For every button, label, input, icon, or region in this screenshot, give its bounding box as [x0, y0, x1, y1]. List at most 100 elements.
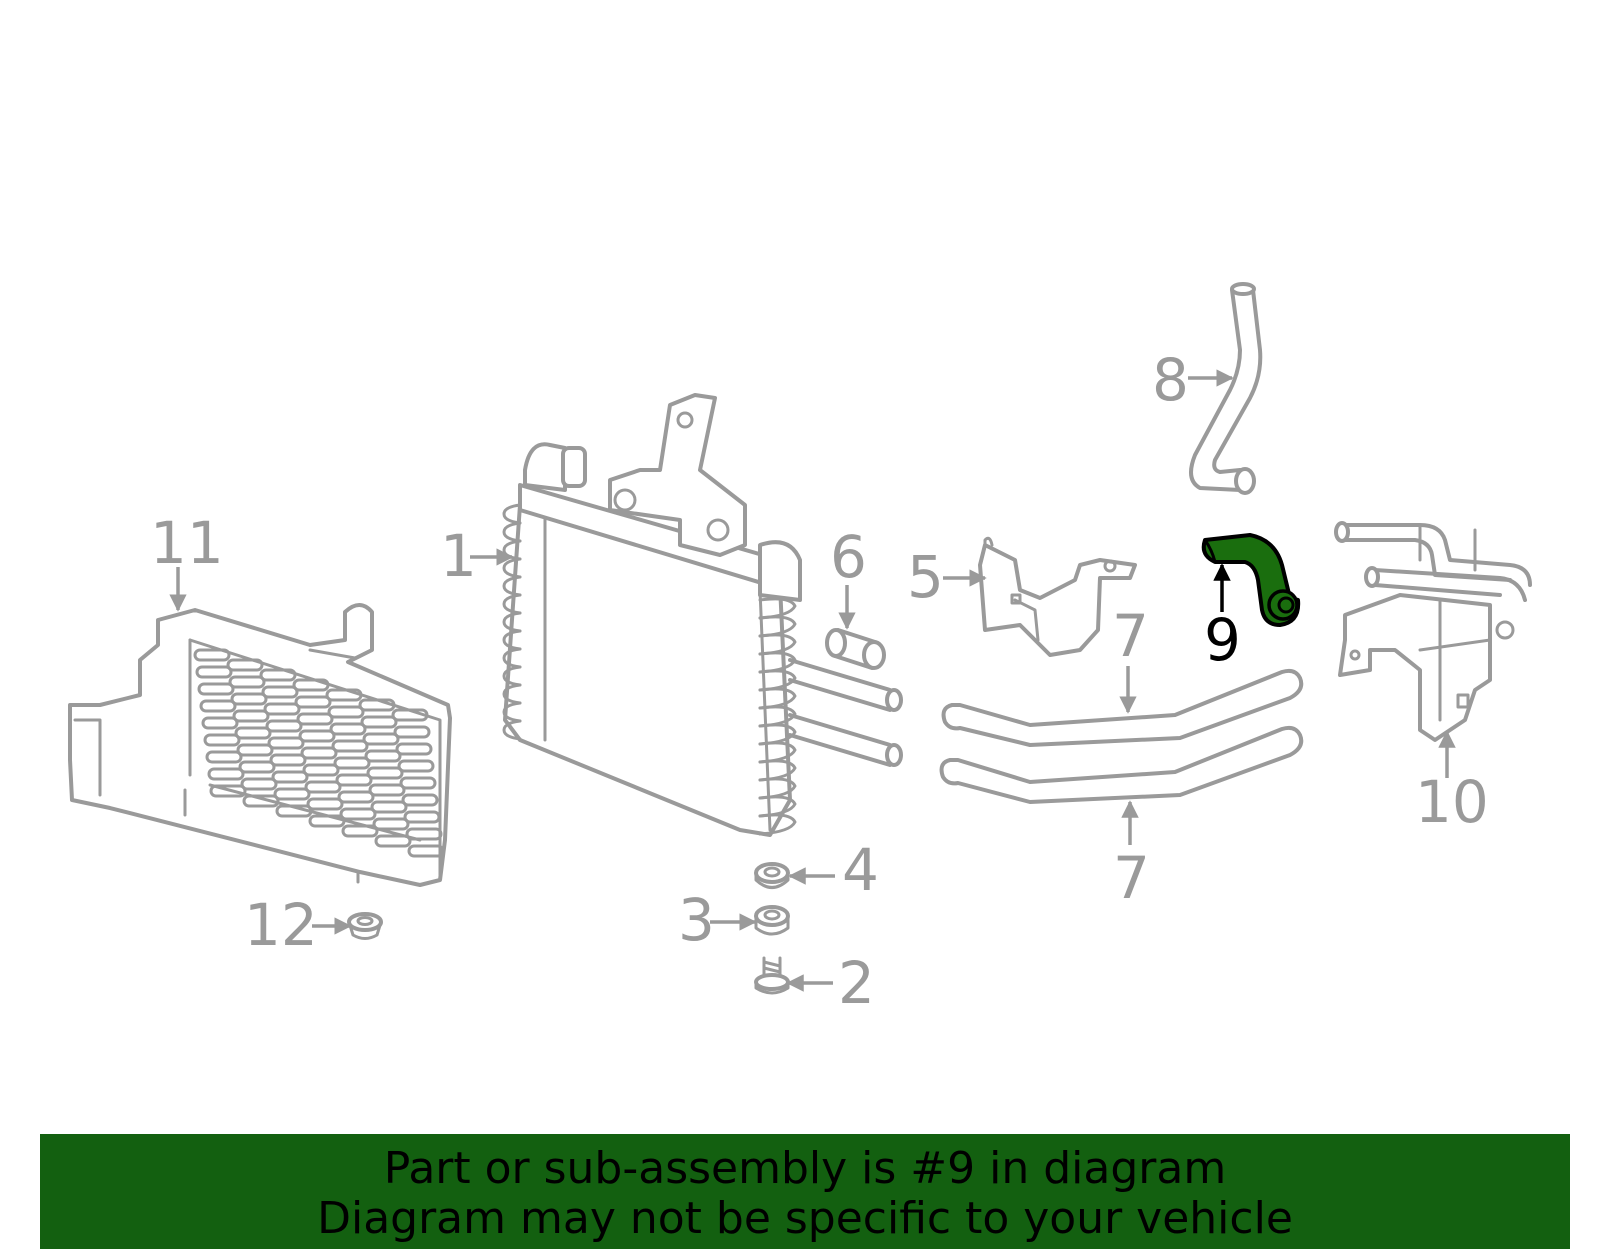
cooler-fin — [502, 593, 522, 615]
part-7-lines[interactable] — [939, 668, 1304, 804]
callout-8[interactable]: 8 — [1152, 346, 1189, 414]
deflector-fin — [362, 732, 400, 746]
deflector-fin — [327, 705, 365, 719]
deflector-fin — [399, 776, 437, 790]
deflector-fin — [401, 793, 439, 807]
deflector-fin — [333, 756, 371, 770]
deflector-fin — [199, 699, 237, 713]
banner-background — [40, 1134, 1570, 1249]
deflector-fin — [259, 668, 297, 682]
cooler-fin — [758, 813, 797, 836]
deflector-fin — [397, 759, 435, 773]
cooler-fin — [502, 701, 522, 723]
callout-4[interactable]: 4 — [842, 836, 879, 904]
cooler-fin — [502, 719, 522, 741]
part-2-bolt[interactable] — [754, 956, 790, 995]
deflector-fin — [407, 844, 445, 858]
deflector-fin — [203, 733, 241, 747]
cooler-fin — [502, 629, 522, 651]
deflector-fin — [242, 794, 280, 808]
callout-6[interactable]: 6 — [830, 523, 867, 591]
deflector-fin — [360, 715, 398, 729]
deflector-fin — [205, 750, 243, 764]
callout-7a[interactable]: 7 — [1112, 602, 1149, 670]
deflector-fin — [236, 743, 274, 757]
deflector-fin — [372, 817, 410, 831]
cooler-fin — [502, 665, 522, 687]
deflector-fin — [201, 716, 239, 730]
deflector-fin — [263, 702, 301, 716]
deflector-fin — [335, 773, 373, 787]
deflector-fin — [265, 719, 303, 733]
deflector-fin — [234, 726, 272, 740]
deflector-fin — [339, 807, 377, 821]
deflector-fin — [308, 814, 346, 828]
deflector-fin — [368, 783, 406, 797]
part-6-sleeve[interactable] — [825, 628, 886, 670]
part-9-hose-highlighted[interactable] — [1201, 533, 1301, 627]
deflector-fin — [209, 784, 247, 798]
deflector-fins — [193, 648, 445, 858]
deflector-fin — [306, 797, 344, 811]
cooler-fins-right — [758, 597, 797, 836]
deflector-fin — [230, 692, 268, 706]
part-4-nut[interactable] — [754, 862, 790, 889]
deflector-fin — [294, 695, 332, 709]
deflector-fin — [269, 753, 307, 767]
deflector-fin — [273, 787, 311, 801]
deflector-fin — [358, 698, 396, 712]
callout-2[interactable]: 2 — [838, 949, 875, 1017]
deflector-fin — [403, 810, 441, 824]
deflector-fin — [261, 685, 299, 699]
cooler-fin — [502, 611, 522, 633]
callout-3[interactable]: 3 — [678, 886, 715, 954]
deflector-fin — [275, 804, 313, 818]
deflector-fin — [197, 682, 235, 696]
deflector-fin — [240, 777, 278, 791]
part-5-bracket[interactable] — [978, 536, 1137, 657]
callout-10[interactable]: 10 — [1415, 768, 1489, 836]
cooler-fin — [502, 647, 522, 669]
deflector-fin — [271, 770, 309, 784]
deflector-fin — [302, 763, 340, 777]
part-11-deflector[interactable] — [68, 603, 452, 887]
deflector-fin — [298, 729, 336, 743]
part-3-grommet[interactable] — [754, 905, 790, 936]
deflector-fin — [331, 739, 369, 753]
deflector-fin — [207, 767, 245, 781]
deflector-fin — [195, 665, 233, 679]
deflector-fin — [226, 658, 264, 672]
part-10-pipe-assembly[interactable] — [1334, 521, 1532, 742]
callout-5[interactable]: 5 — [907, 543, 944, 611]
deflector-fin — [300, 746, 338, 760]
deflector-fin — [296, 712, 334, 726]
cooler-fin — [502, 683, 522, 705]
deflector-fin — [238, 760, 276, 774]
cooler-fin — [502, 575, 522, 597]
deflector-fin — [267, 736, 305, 750]
deflector-fin — [395, 742, 433, 756]
callout-12[interactable]: 12 — [244, 891, 318, 959]
callout-1[interactable]: 1 — [440, 522, 477, 590]
deflector-fin — [364, 749, 402, 763]
deflector-fin — [329, 722, 367, 736]
part-1-oil-cooler[interactable] — [502, 393, 903, 837]
deflector-fin — [391, 708, 429, 722]
info-banner: Part or sub-assembly is #9 in diagram Di… — [40, 1134, 1570, 1249]
callout-9[interactable]: 9 — [1204, 606, 1241, 674]
banner-line-2: Diagram may not be specific to your vehi… — [317, 1193, 1293, 1244]
cooler-fin — [502, 503, 522, 525]
part-8-hose[interactable] — [1189, 282, 1263, 495]
deflector-fin — [228, 675, 266, 689]
callout-7b[interactable]: 7 — [1113, 844, 1150, 912]
deflector-fin — [370, 800, 408, 814]
banner-line-1: Part or sub-assembly is #9 in diagram — [383, 1143, 1227, 1194]
cooler-fin — [502, 521, 522, 543]
deflector-fin — [232, 709, 270, 723]
part-12-grommet[interactable] — [347, 912, 383, 940]
deflector-fin — [393, 725, 431, 739]
callout-11[interactable]: 11 — [150, 509, 224, 577]
deflector-fin — [405, 827, 443, 841]
deflector-fin — [193, 648, 231, 662]
